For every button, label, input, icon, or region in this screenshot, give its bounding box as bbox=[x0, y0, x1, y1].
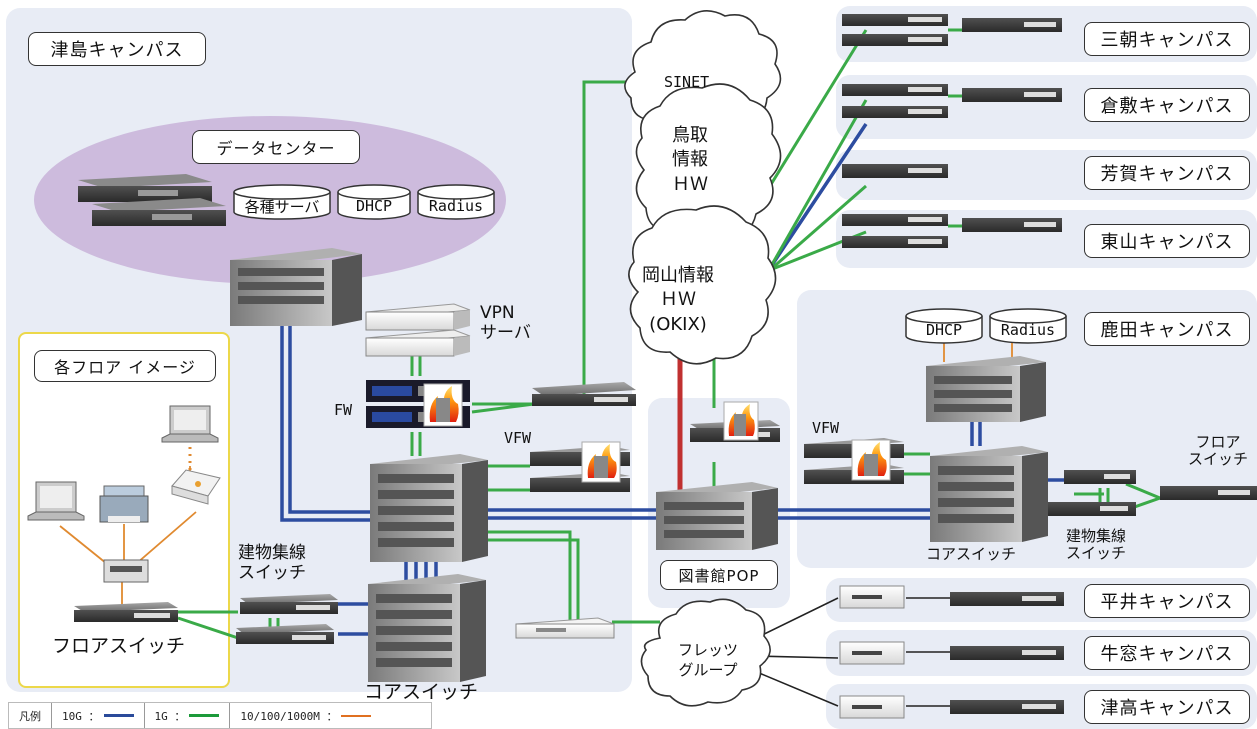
okayama-label: 岡山情報 ＨＷ (OKIX) bbox=[642, 265, 714, 335]
shikata-dhcp-label: DHCP bbox=[925, 321, 963, 339]
legend-item-10g: 10G ： bbox=[52, 703, 145, 728]
shikata-radius-label: Radius bbox=[1000, 321, 1056, 339]
fw-label: FW bbox=[334, 401, 353, 419]
okayama-cloud bbox=[628, 205, 777, 365]
dc-radius-label: Radius bbox=[428, 197, 484, 215]
floor-switch-label: フロアスイッチ bbox=[52, 635, 186, 657]
legend-item-1000m: 10/100/1000M ： bbox=[230, 703, 381, 728]
legend-item-1g: 1G ： bbox=[145, 703, 231, 728]
campus-label-haga: 芳賀キャンパス bbox=[1084, 156, 1250, 190]
server-db-icon: 各種サーバ bbox=[232, 184, 332, 220]
server-db-icon: DHCP bbox=[904, 308, 984, 344]
bldg-switch-label: 建物集線 スイッチ bbox=[238, 543, 306, 583]
flets-cloud bbox=[640, 598, 771, 707]
library-pop-label: 図書館POP bbox=[660, 560, 778, 590]
campus-label-kurashiki: 倉敷キャンパス bbox=[1084, 88, 1250, 122]
shikata-core-switch-label: コアスイッチ bbox=[926, 545, 1017, 563]
legend-swatch bbox=[103, 714, 134, 717]
dc-dhcp-label: DHCP bbox=[355, 197, 393, 215]
campus-label-ushimado: 牛窓キャンパス bbox=[1084, 636, 1250, 670]
campus-label-tsudaka: 津高キャンパス bbox=[1084, 690, 1250, 724]
server-db-icon: Radius bbox=[416, 184, 496, 220]
legend-label: 10G ： bbox=[62, 709, 100, 723]
campus-label-hirai: 平井キャンパス bbox=[1084, 584, 1250, 618]
vfw-label: VFW bbox=[504, 429, 532, 447]
shikata-vfw-label: VFW bbox=[812, 419, 840, 437]
links-1g bbox=[177, 28, 1165, 640]
wireless-ap-icon bbox=[171, 469, 221, 505]
server-db-icon: DHCP bbox=[336, 184, 412, 220]
dc-server-label: 各種サーバ bbox=[244, 197, 320, 216]
chassis-switches bbox=[230, 248, 1048, 682]
vpn-servers bbox=[365, 303, 471, 357]
links-flets bbox=[751, 597, 950, 707]
datacenter-label: データセンター bbox=[192, 130, 360, 164]
floor-image-label: 各フロア イメージ bbox=[34, 350, 216, 382]
shikata-floor-switch-label: フロア スイッチ bbox=[1188, 433, 1249, 469]
floor-devices bbox=[27, 405, 221, 583]
hub-icon bbox=[103, 559, 149, 583]
campus-label-higashiyama: 東山キャンパス bbox=[1084, 224, 1250, 258]
tsushima-title: 津島キャンパス bbox=[28, 32, 206, 66]
server-db-icon: Radius bbox=[988, 308, 1068, 344]
sinet-label: SINET bbox=[664, 73, 710, 91]
firewall-icons bbox=[423, 383, 891, 483]
legend-label: 1G ： bbox=[154, 709, 186, 723]
legend: 凡例 10G ： 1G ： 10/100/1000M ： bbox=[8, 702, 432, 729]
tottori-cloud bbox=[635, 83, 782, 243]
tottori-label: 鳥取 情報 ＨＷ bbox=[672, 125, 708, 195]
flat-switches bbox=[74, 14, 1257, 714]
shikata-title: 鹿田キャンパス bbox=[1084, 312, 1250, 346]
core-switch-label: コアスイッチ bbox=[364, 681, 479, 703]
clouds bbox=[624, 10, 782, 707]
laptop-icon bbox=[27, 481, 85, 521]
campus-label-misasa: 三朝キャンパス bbox=[1084, 22, 1250, 56]
legend-swatch bbox=[341, 714, 372, 717]
dc-servers bbox=[78, 174, 226, 226]
shikata-bldg-switch-label: 建物集線 スイッチ bbox=[1066, 527, 1127, 563]
legend-title: 凡例 bbox=[9, 703, 52, 728]
printer-icon bbox=[99, 485, 149, 523]
vpn-server-label: VPN サーバ bbox=[480, 303, 531, 343]
flets-label: フレッツ グループ bbox=[678, 641, 739, 680]
flets-routers bbox=[515, 585, 905, 719]
legend-swatch bbox=[189, 714, 220, 717]
laptop-icon bbox=[161, 405, 219, 443]
legend-label: 10/100/1000M ： bbox=[240, 709, 338, 723]
